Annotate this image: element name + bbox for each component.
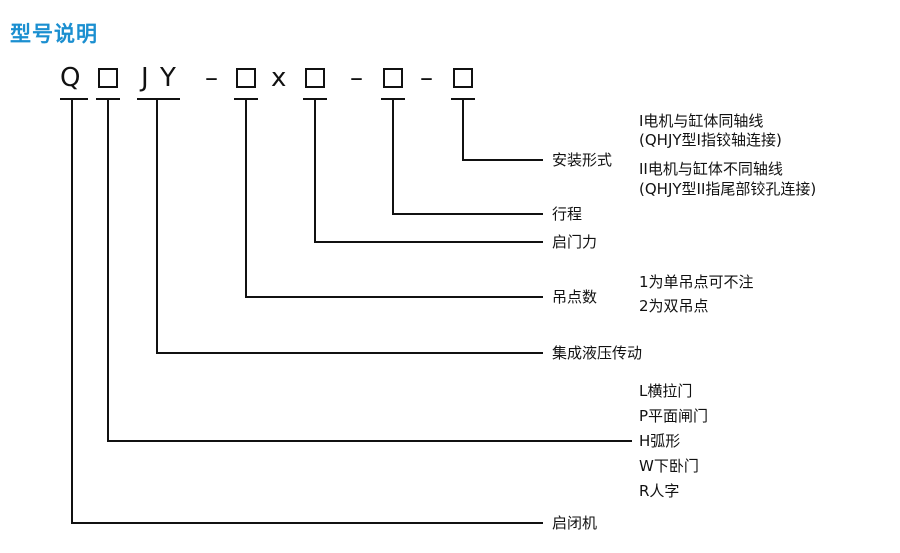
- code-q: Q: [60, 63, 81, 93]
- connector-type: [107, 100, 632, 442]
- connector-force: [314, 100, 543, 243]
- type-option-l: L横拉门: [639, 382, 693, 400]
- label-hoist: 启闭机: [552, 514, 598, 532]
- type-option-r: R人字: [639, 482, 680, 500]
- install-option-2-note: (QHJY型II指尾部铰孔连接): [639, 180, 817, 198]
- underline-q: [60, 98, 88, 100]
- connector-stroke: [392, 100, 543, 215]
- page-title: 型号说明: [10, 22, 98, 46]
- underline-force: [303, 98, 327, 100]
- install-option-1-note: (QHJY型I指铰轴连接): [639, 131, 782, 149]
- connector-hoist: [71, 100, 543, 524]
- type-option-w: W下卧门: [639, 457, 699, 475]
- code-x: x: [271, 63, 287, 93]
- label-force: 启门力: [552, 233, 598, 251]
- type-option-p: P平面闸门: [639, 407, 709, 425]
- points-option-1: 1为单吊点可不注: [639, 273, 754, 291]
- connector-hydraulic: [156, 100, 543, 354]
- code-box-stroke: [383, 68, 403, 88]
- code-box-force: [305, 68, 325, 88]
- connector-points: [245, 100, 543, 298]
- label-install: 安装形式: [552, 151, 613, 169]
- install-option-2: II电机与缸体不同轴线: [639, 160, 783, 178]
- underline-stroke: [381, 98, 405, 100]
- code-j: J: [141, 63, 149, 93]
- underline-jy: [137, 98, 180, 100]
- type-option-h: H弧形: [639, 432, 681, 450]
- connector-install: [462, 100, 543, 161]
- underline-install: [451, 98, 475, 100]
- label-hydraulic: 集成液压传动: [552, 344, 643, 362]
- code-box-points: [236, 68, 256, 88]
- underline-points: [234, 98, 258, 100]
- code-box-install: [453, 68, 473, 88]
- code-dash-3: –: [420, 63, 433, 93]
- label-stroke: 行程: [552, 205, 583, 223]
- points-option-2: 2为双吊点: [639, 297, 709, 315]
- code-dash-1: –: [205, 63, 218, 93]
- code-dash-2: –: [350, 63, 363, 93]
- underline-type: [96, 98, 120, 100]
- code-box-type: [98, 68, 118, 88]
- label-points: 吊点数: [552, 288, 598, 306]
- install-option-1: I电机与缸体同轴线: [639, 112, 764, 130]
- code-y: Y: [160, 63, 176, 93]
